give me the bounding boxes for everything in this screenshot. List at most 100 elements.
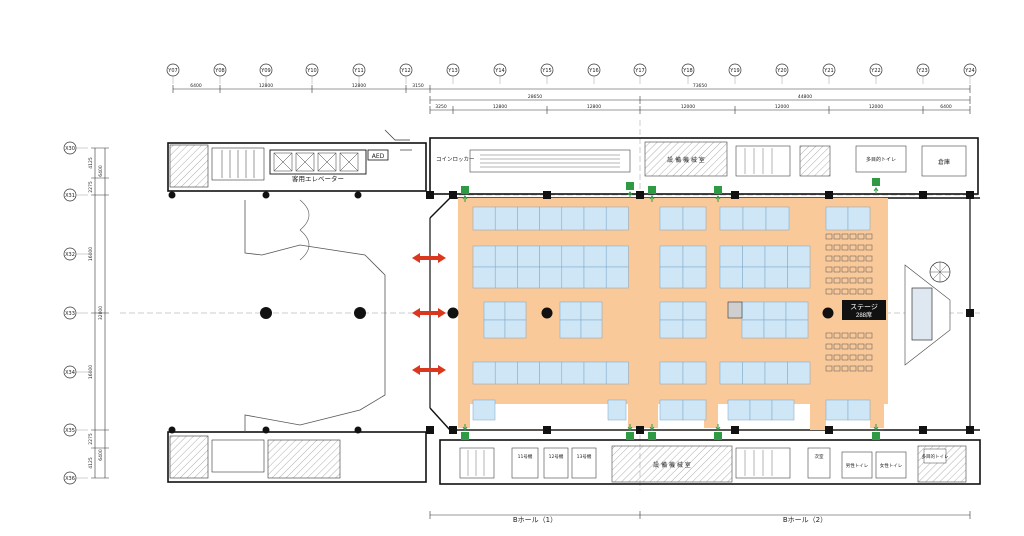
booth <box>682 245 707 268</box>
sub-room-label: 次室 <box>815 453 824 460</box>
column-icon <box>636 426 644 434</box>
booth <box>539 245 563 268</box>
booth <box>742 266 766 289</box>
booth <box>580 301 603 321</box>
dim-label: 3250 <box>435 104 447 110</box>
grid-label: Y23 <box>917 68 927 74</box>
dim-label: 12800 <box>352 83 366 89</box>
booth <box>583 206 607 231</box>
column-icon <box>731 191 739 199</box>
grid-label: Y21 <box>823 68 833 74</box>
seat-row <box>849 288 857 295</box>
aisle <box>704 198 718 428</box>
seat-row <box>857 365 865 372</box>
booth <box>494 361 518 385</box>
seat-row <box>825 266 833 273</box>
booth <box>561 245 585 268</box>
column-icon <box>426 191 434 199</box>
booth <box>659 319 684 339</box>
grid-label: Y12 <box>400 68 410 74</box>
seat-row <box>857 354 865 361</box>
stage-sign <box>842 300 886 320</box>
booth <box>539 206 563 231</box>
seat-row <box>857 233 865 240</box>
booth <box>561 361 585 385</box>
booth <box>483 319 506 339</box>
booth <box>539 266 563 289</box>
seat-row <box>841 244 849 251</box>
left-hall: 客用エレベーター AED <box>167 142 427 483</box>
booth <box>719 266 743 289</box>
grid-label: Y13 <box>447 68 457 74</box>
seat-row <box>857 332 865 339</box>
booth <box>472 206 496 231</box>
booth <box>504 301 527 321</box>
multipurpose-toilet-label: 多目的トイレ <box>866 156 896 163</box>
dim-label: 12800 <box>493 104 507 110</box>
exit-sign-icon <box>648 424 656 440</box>
grid-label: Y22 <box>870 68 880 74</box>
dim-label: 4125 <box>88 457 94 469</box>
stage-seating <box>825 233 873 372</box>
stage-label: ステージ <box>850 303 878 311</box>
dim-label: 12000 <box>681 104 695 110</box>
aisle <box>458 352 878 362</box>
grid-label: X30 <box>65 146 75 152</box>
dim-label: 28650 <box>528 94 542 100</box>
booth <box>765 206 790 231</box>
booth <box>719 206 744 231</box>
dim-label: 4125 <box>88 157 94 169</box>
seat-row <box>865 233 873 240</box>
exit-signs <box>461 178 880 440</box>
seat-row <box>841 255 849 262</box>
column-icon <box>541 307 553 319</box>
dim-label: 12800 <box>259 83 273 89</box>
dim-label: 2275 <box>88 181 94 193</box>
grid-label: Y11 <box>353 68 363 74</box>
booth <box>494 266 518 289</box>
grid-label: X34 <box>65 370 75 376</box>
top-service-band: コインロッカー 設 備 機 械 室 多目的トイレ 倉庫 <box>384 129 967 177</box>
elevator-13-label: 13号機 <box>577 453 592 460</box>
seat-row <box>865 365 873 372</box>
column-icon <box>966 426 974 434</box>
seat-row <box>825 288 833 295</box>
storage-label: 倉庫 <box>938 158 950 166</box>
dim-label: 6400 <box>98 449 104 461</box>
aisle <box>458 393 878 402</box>
accessible-toilet-label: 多目的トイレ <box>922 453 949 460</box>
booth <box>682 361 707 385</box>
seat-row <box>825 365 833 372</box>
seat-row <box>849 266 857 273</box>
booth <box>559 301 582 321</box>
mechanical-room-bottom-label: 設 備 機 械 室 <box>653 461 691 469</box>
seat-row <box>833 343 841 350</box>
dim-label: 6400 <box>940 104 952 110</box>
seat-row <box>849 365 857 372</box>
booth <box>494 245 518 268</box>
column-icon <box>822 307 834 319</box>
dim-label: 3150 <box>412 83 424 89</box>
seat-row <box>841 354 849 361</box>
seat-row <box>833 266 841 273</box>
seat-row <box>865 244 873 251</box>
booth <box>517 206 540 231</box>
seat-row <box>825 332 833 339</box>
hall-1-label: Bホール（1） <box>513 516 557 524</box>
booth <box>494 206 518 231</box>
grid-label: Y14 <box>494 68 504 74</box>
dim-label: 6400 <box>190 83 202 89</box>
column-icon <box>966 191 974 199</box>
dim-label: 16000 <box>88 365 94 379</box>
womens-toilet-label: 女性トイレ <box>880 462 903 469</box>
booth-grid <box>472 206 871 421</box>
seat-row <box>849 277 857 284</box>
booth <box>517 361 540 385</box>
booth <box>682 206 707 231</box>
booth <box>605 361 629 385</box>
booth <box>559 319 582 339</box>
seat-row <box>841 332 849 339</box>
seat-row <box>833 255 841 262</box>
column-icon <box>447 307 459 319</box>
